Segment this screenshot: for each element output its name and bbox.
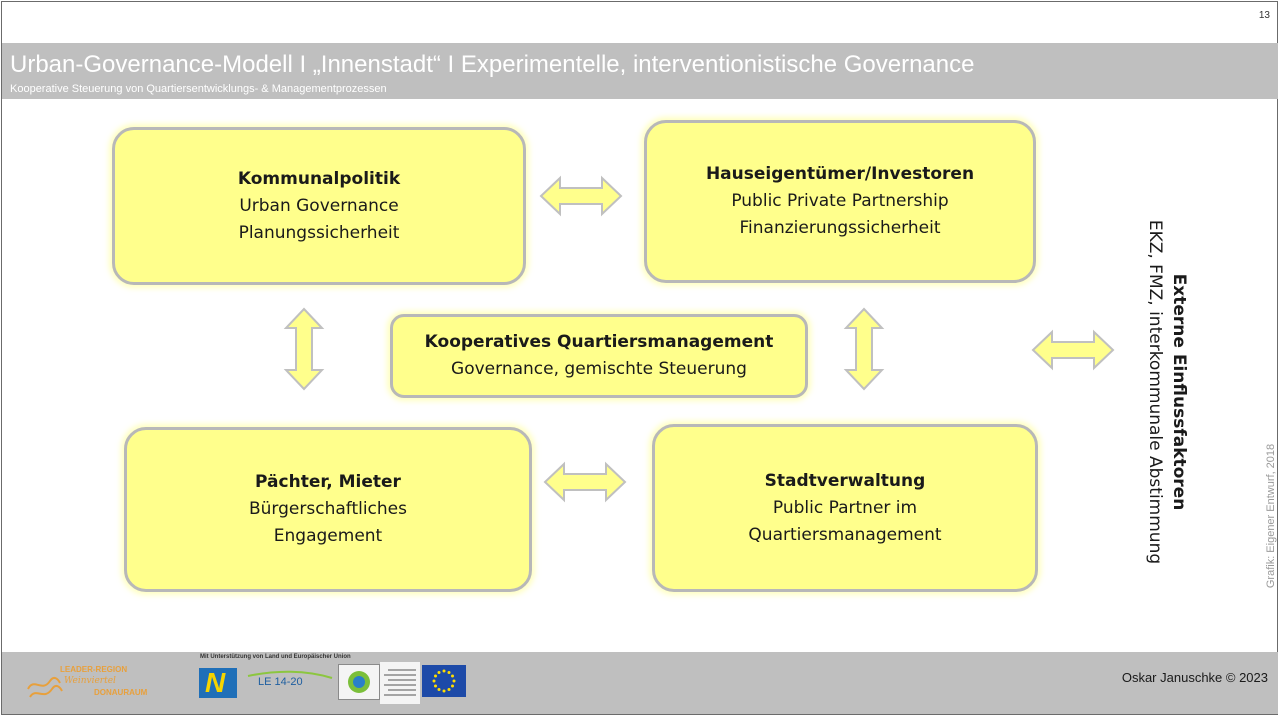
box-hauseigentuemer: Hauseigentümer/Investoren Public Private…: [644, 120, 1036, 283]
box-title: Stadtverwaltung: [764, 470, 926, 491]
eu-fund-text-lines: [384, 669, 416, 696]
box-line: Governance, gemischte Steuerung: [451, 359, 747, 379]
box-title: Kommunalpolitik: [237, 168, 401, 189]
header-bar: Urban-Governance-Modell I „Innenstadt“ I…: [2, 43, 1278, 99]
leader-line-1: LEADER-REGION: [60, 665, 128, 674]
box-title: Pächter, Mieter: [255, 472, 401, 492]
support-text: Mit Unterstützung von Land und Europäisc…: [200, 654, 351, 660]
eu-agriculture-icon: [348, 671, 370, 693]
slide-subtitle: Kooperative Steuerung von Quartiersentwi…: [10, 83, 387, 95]
box-line: Bürgerschaftliches: [249, 499, 407, 519]
double-arrow-horizontal-external: [1031, 329, 1115, 371]
box-paechter: Pächter, Mieter Bürgerschaftliches Engag…: [124, 427, 532, 592]
eu-stars-icon: [432, 669, 456, 693]
graphic-credit: Grafik: Eigener Entwurf, 2018: [1265, 443, 1277, 589]
double-arrow-vertical-right: [843, 307, 885, 391]
box-line: Public Partner im: [772, 497, 918, 518]
leader-wave-icon: [27, 676, 63, 698]
box-quartiersmanagement: Kooperatives Quartiersmanagement Governa…: [390, 314, 808, 398]
eu-flag-logo: [422, 665, 466, 697]
box-kommunalpolitik: Kommunalpolitik Urban Governance Planung…: [112, 127, 526, 285]
page-number: 13: [1258, 10, 1270, 21]
box-title: Kooperatives Quartiersmanagement: [424, 332, 774, 352]
box-title: Hauseigentümer/Investoren: [705, 164, 975, 184]
box-stadtverwaltung: Stadtverwaltung Public Partner im Quarti…: [652, 424, 1038, 592]
le-swoosh-icon: [247, 670, 333, 679]
double-arrow-vertical-left: [283, 307, 325, 391]
footer-bar: LEADER-REGION Weinviertel DONAURAUM Mit …: [2, 652, 1278, 714]
double-arrow-horizontal-bottom: [543, 461, 627, 503]
leader-line-2: Weinviertel: [64, 676, 116, 686]
le-label: LE 14-20: [258, 676, 303, 688]
box-line: Urban Governance: [239, 195, 399, 216]
eu-agriculture-logo: [338, 664, 380, 700]
box-line: Planungssicherheit: [238, 222, 400, 243]
double-arrow-horizontal-top: [539, 175, 623, 217]
box-line: Public Private Partnership: [731, 191, 949, 211]
external-line: EKZ, FMZ, interkommunale Abstimmung: [1145, 219, 1165, 565]
leader-region-logo: LEADER-REGION Weinviertel DONAURAUM: [24, 657, 164, 707]
noe-logo: N: [199, 667, 237, 698]
external-title: Externe Einflussfaktoren: [1169, 273, 1189, 511]
le-logo: LE 14-20: [246, 670, 334, 696]
leader-line-3: DONAURAUM: [94, 688, 148, 697]
copyright: Oskar Januschke © 2023: [1121, 670, 1268, 685]
slide-title: Urban-Governance-Modell I „Innenstadt“ I…: [10, 51, 975, 78]
box-line: Quartiersmanagement: [748, 524, 942, 545]
external-factors-label: Externe Einflussfaktoren EKZ, FMZ, inter…: [1143, 212, 1191, 572]
box-line: Finanzierungssicherheit: [739, 218, 941, 238]
box-line: Engagement: [273, 526, 383, 546]
noe-letter: N: [205, 667, 226, 698]
eu-fund-text-block: [380, 662, 420, 704]
